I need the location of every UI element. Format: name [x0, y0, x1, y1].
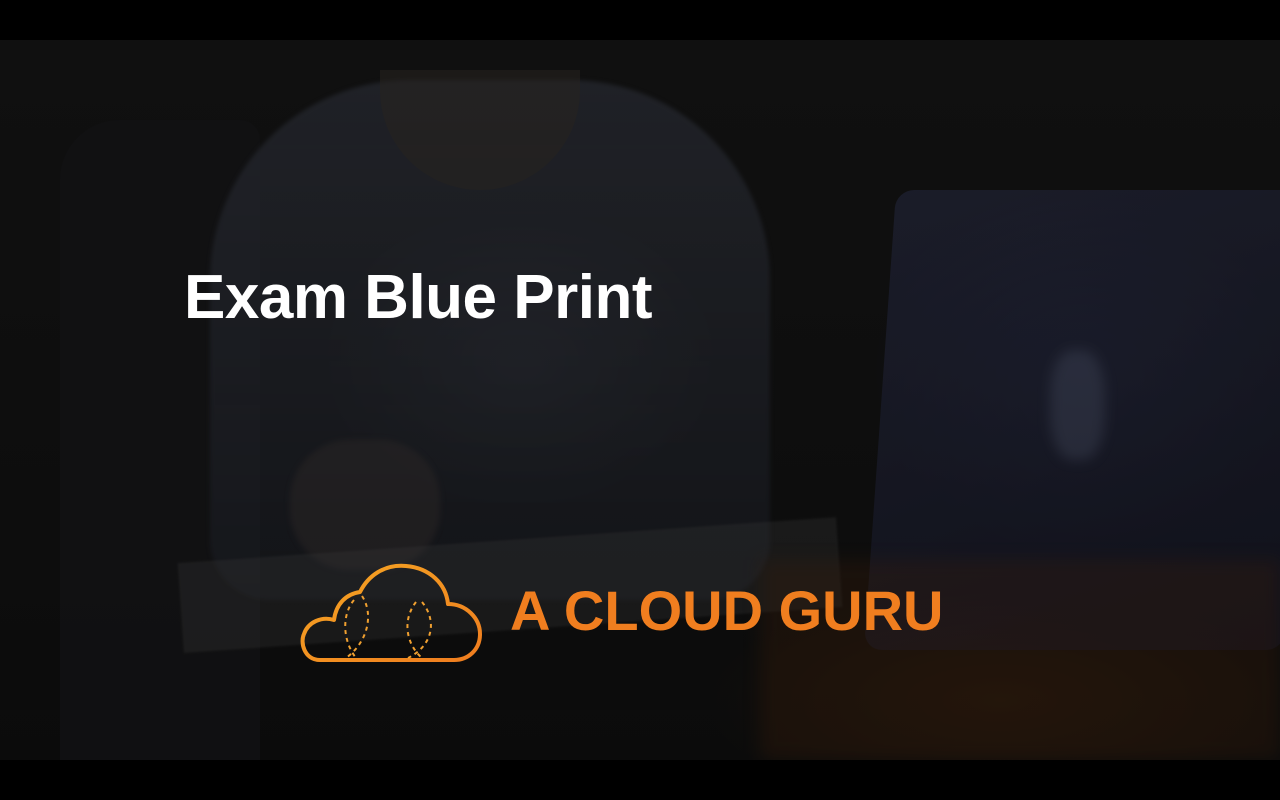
dark-overlay	[0, 40, 1280, 760]
background-hand	[290, 440, 440, 570]
background-table	[760, 560, 1280, 760]
slide-title: Exam Blue Print	[184, 263, 652, 332]
brand-name: A CLOUD GURU	[510, 579, 944, 642]
letterbox-bottom	[0, 760, 1280, 800]
letterbox-top	[0, 0, 1280, 40]
background-laptop-logo	[1050, 350, 1105, 460]
cloud-logo-icon	[300, 563, 482, 662]
brand-logo: A CLOUD GURU	[298, 562, 998, 672]
video-slide	[0, 40, 1280, 760]
